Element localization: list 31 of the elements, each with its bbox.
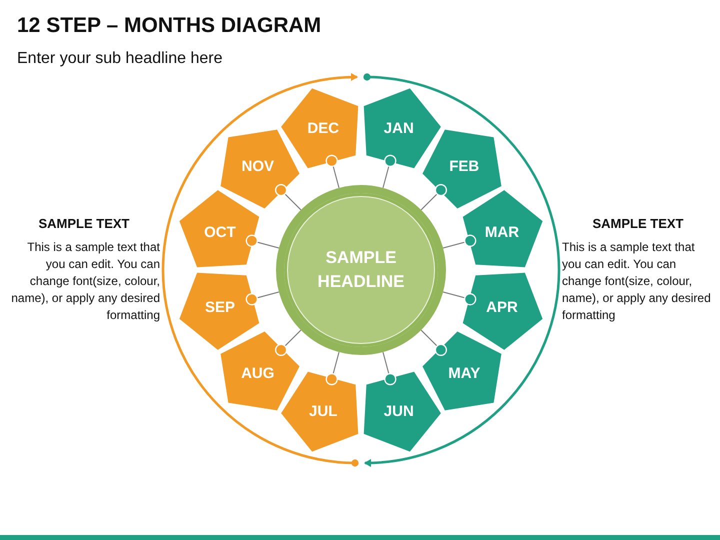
month-label: NOV: [241, 158, 274, 176]
headline-text: SAMPLE HEADLINE: [316, 247, 406, 293]
connector-line: [382, 352, 396, 386]
month-label: MAY: [448, 364, 480, 382]
connector-line: [326, 154, 340, 188]
connector-line: [275, 330, 302, 356]
side-paragraph: This is a sample text that you can edit. You can change font(size, colour, name), or apply any desired formatting: [10, 239, 160, 324]
connector-line: [442, 292, 476, 306]
subtitle: Enter your sub headline here: [17, 50, 222, 68]
month-label: AUG: [241, 364, 274, 382]
month-label: JAN: [384, 120, 414, 138]
side-heading: SAMPLE TEXT: [591, 216, 684, 231]
connector-line: [442, 234, 476, 248]
connector-line: [420, 330, 447, 356]
month-label: JUN: [384, 402, 414, 420]
connector-line: [275, 184, 302, 210]
title: 12 STEP – MONTHS DIAGRAM: [17, 14, 322, 38]
month-label: FEB: [449, 158, 480, 176]
connector-line: [420, 184, 447, 210]
connector-line: [326, 352, 340, 386]
side-paragraph: This is a sample text that you can edit. You can change font(size, colour, name), or apply any desired formatting: [562, 239, 712, 324]
month-label: APR: [486, 299, 518, 316]
month-label: OCT: [204, 224, 236, 241]
connector-line: [246, 234, 280, 248]
month-label: JUL: [309, 402, 338, 420]
month-label: MAR: [484, 224, 520, 241]
connector-line: [246, 292, 280, 306]
month-label: DEC: [307, 120, 340, 138]
side-heading: SAMPLE TEXT: [37, 216, 130, 231]
connector-line: [382, 154, 396, 188]
month-label: SEP: [204, 299, 235, 316]
